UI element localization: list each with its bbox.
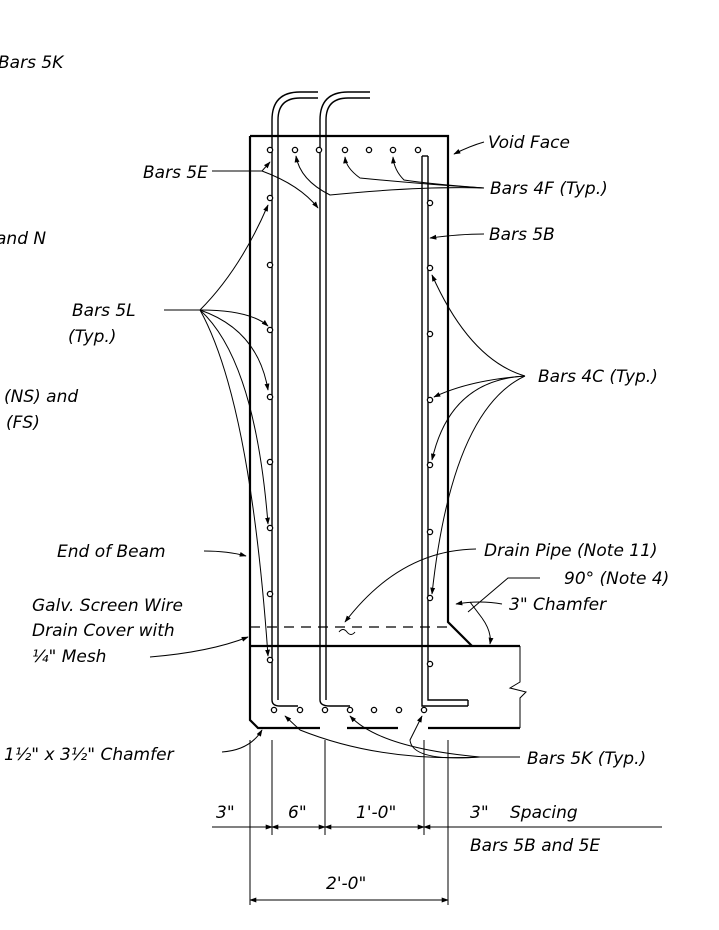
rebar-circles (266, 146, 434, 714)
label-bars-4f: Bars 4F (Typ.) (490, 179, 608, 199)
label-bars-5b: Bars 5B (489, 225, 555, 245)
label-bars-5k-typ: Bars 5K (Typ.) (527, 749, 646, 769)
label-bars-5l: Bars 5L (72, 301, 136, 321)
label-drain-pipe: Drain Pipe (Note 11) (484, 541, 658, 561)
text-labels: Bars 5K Void Face Bars 5E Bars 4F (Typ.)… (0, 53, 669, 894)
dim-3in-left: 3" (216, 803, 235, 823)
dim-overall: 2'-0" (326, 874, 366, 894)
dimension-lines (212, 740, 662, 905)
label-bars-5k-top: Bars 5K (0, 53, 65, 73)
label-bars-5e: Bars 5E (143, 163, 208, 183)
beam-section-outline (248, 134, 527, 730)
label-bars-4c: Bars 4C (Typ.) (538, 367, 658, 387)
label-3in-chamfer: 3" Chamfer (509, 595, 607, 615)
dim-1ft: 1'-0" (356, 803, 396, 823)
dim-6in: 6" (288, 803, 307, 823)
label-screen-wire-1: Galv. Screen Wire (32, 596, 183, 616)
dim-spacing-label: Spacing (510, 803, 578, 823)
dim-3in-right: 3" (470, 803, 489, 823)
label-and-n: and N (0, 229, 46, 249)
label-screen-wire-2: Drain Cover with (32, 621, 175, 641)
label-end-of-beam: End of Beam (57, 542, 166, 562)
label-void-face: Void Face (488, 133, 570, 153)
label-fs: (FS) (6, 413, 40, 433)
label-bars-5l-typ: (Typ.) (68, 327, 116, 347)
label-ns-and: (NS) and (4, 387, 78, 407)
rebar-vertical-bars (271, 91, 469, 707)
leader-lines (149, 141, 540, 759)
label-90-note: 90° (Note 4) (564, 569, 669, 589)
drain-pipe-dashed (250, 626, 452, 635)
label-screen-wire-3: ¼" Mesh (32, 647, 106, 667)
label-small-chamfer: 1½" x 3½" Chamfer (4, 745, 175, 765)
dim-spacing-bars: Bars 5B and 5E (470, 836, 600, 856)
